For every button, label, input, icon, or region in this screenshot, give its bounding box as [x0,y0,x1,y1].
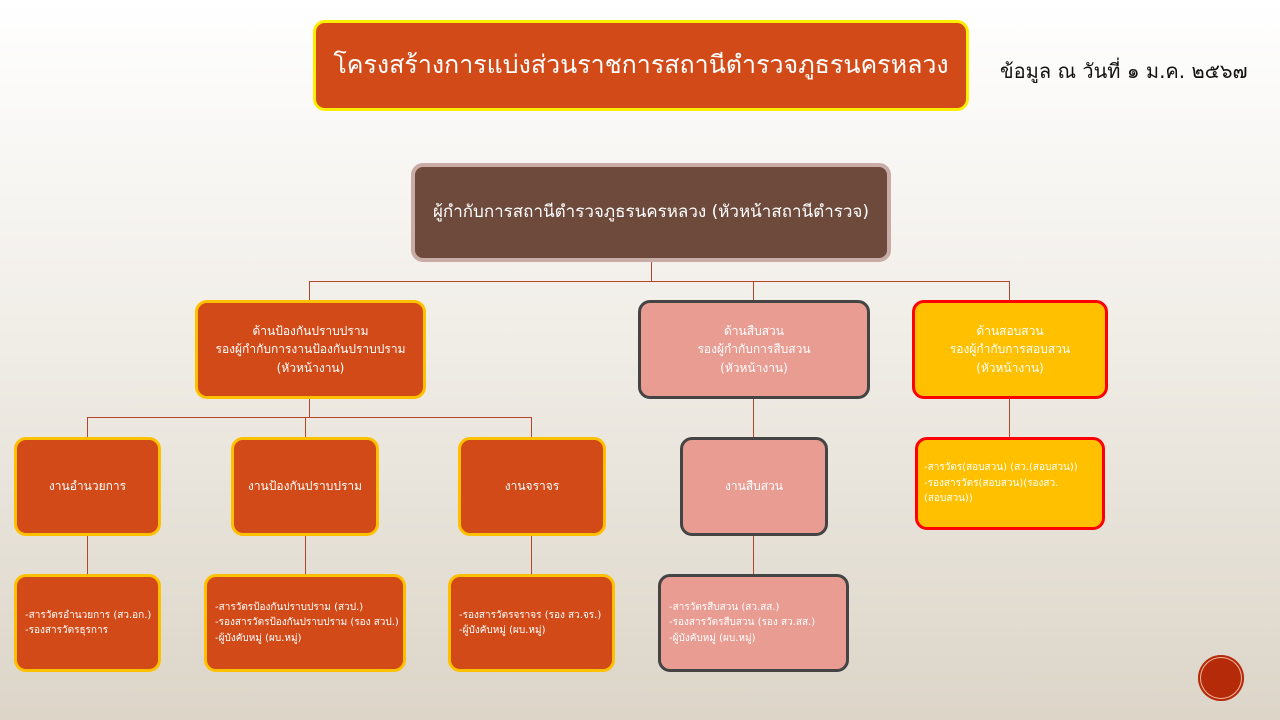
connector [309,398,310,417]
chart-title: โครงสร้างการแบ่งส่วนราชการสถานีตำรวจภูธร… [313,20,969,111]
staff-item: -สารวัตรสืบสวน (สว.สส.) [669,601,780,613]
staff-item: -สารวัตรป้องกันปราบปราม (สวป.) [215,601,364,613]
staff-item: -ผู้บังคับหมู่ (ผบ.หมู่) [215,632,302,644]
connector [531,417,532,437]
division-role: (หัวหน้างาน) [976,360,1044,375]
unit-name: งานจราจร [504,479,560,494]
staff-item: -ผู้บังคับหมู่ (ผบ.หมู่) [459,625,546,636]
date-label: ข้อมูล ณ วันที่ ๑ ม.ค. ๒๕๖๗ [1000,59,1248,83]
inquiry-staff: -สารวัตร(สอบสวน) (สว.(สอบสวน)) -รองสารวัต… [915,437,1105,530]
staff-administration: -สารวัตรอำนวยการ (สว.อก.) -รองสารวัตรธุรก… [14,574,161,672]
connector [531,535,532,574]
unit-investigation: งานสืบสวน [680,437,828,536]
connector [753,535,754,574]
staff-item: -รองสารวัตร(สอบสวน)(รองสว.(สอบสวน)) [924,477,1059,505]
division-head: รองผู้กำกับการงานป้องกันปราบปราม [215,342,406,357]
title-text: โครงสร้างการแบ่งส่วนราชการสถานีตำรวจภูธร… [333,50,949,80]
staff-item: -สารวัตรอำนวยการ (สว.อก.) [25,609,152,621]
staff-item: -สารวัตร(สอบสวน) (สว.(สอบสวน)) [924,462,1078,474]
head-text: ผู้กำกับการสถานีตำรวจภูธรนครหลวง (หัวหน้… [432,202,870,223]
connector [1009,281,1010,300]
staff-item: -ผู้บังคับหมู่ (ผบ.หมู่) [669,632,756,644]
division-role: (หัวหน้างาน) [276,360,345,375]
connector [305,417,306,437]
staff-prevention: -สารวัตรป้องกันปราบปราม (สวป.) -รองสารวัต… [204,574,406,672]
division-role: (หัวหน้างาน) [720,360,788,375]
division-name: ด้านป้องกันปราบปราม [252,323,369,338]
division-head: รองผู้กำกับการสืบสวน [697,342,811,357]
connector [87,417,88,437]
unit-administration: งานอำนวยการ [14,437,161,536]
connector [753,281,754,300]
connector [87,417,532,418]
staff-item: -รองสารวัตรธุรการ [25,625,108,636]
connector [309,281,310,300]
staff-investigation: -สารวัตรสืบสวน (สว.สส.) -รองสารวัตรสืบสวน… [658,574,849,672]
connector [309,281,1009,282]
division-head: รองผู้กำกับการสอบสวน [949,342,1071,357]
unit-name: งานอำนวยการ [48,479,127,494]
connector [1009,398,1010,437]
connector [651,262,652,281]
head-box: ผู้กำกับการสถานีตำรวจภูธรนครหลวง (หัวหน้… [411,163,891,262]
unit-name: งานสืบสวน [724,479,783,494]
staff-item: -รองสารวัตรสืบสวน (รอง สว.สส.) [669,617,816,629]
division-name: ด้านสืบสวน [724,323,784,338]
staff-traffic: -รองสารวัตรจราจร (รอง สว.จร.) -ผู้บังคับห… [448,574,615,672]
unit-name: งานป้องกันปราบปราม [247,479,363,494]
division-name: ด้านสอบสวน [976,323,1044,338]
logo-circle-icon [1198,655,1244,701]
staff-item: -รองสารวัตรจราจร (รอง สว.จร.) [459,609,602,621]
connector [305,535,306,574]
division-prevention: ด้านป้องกันปราบปรามรองผู้กำกับการงานป้อง… [195,300,426,399]
unit-traffic: งานจราจร [458,437,606,536]
staff-item: -รองสารวัตรป้องกันปราบปราม (รอง สวป.) [215,617,399,629]
division-investigation: ด้านสืบสวนรองผู้กำกับการสืบสวน (หัวหน้างา… [638,300,870,399]
connector [753,398,754,437]
connector [87,535,88,574]
unit-prevention: งานป้องกันปราบปราม [231,437,379,536]
division-inquiry: ด้านสอบสวนรองผู้กำกับการสอบสวน (หัวหน้างา… [912,300,1108,399]
